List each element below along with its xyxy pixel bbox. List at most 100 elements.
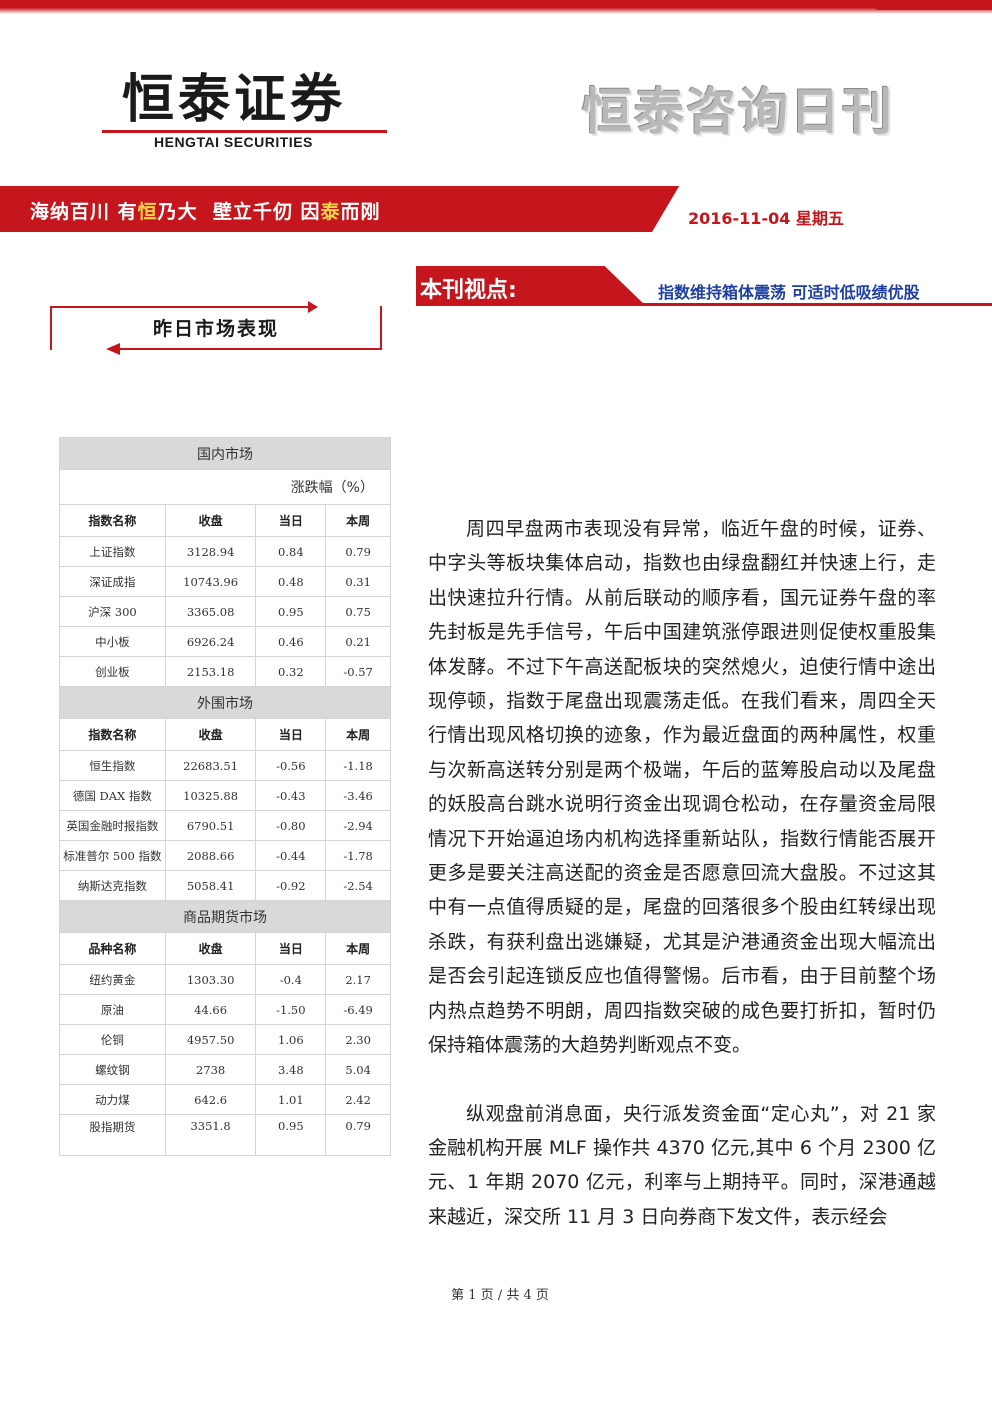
logo-underline [102,130,387,133]
slogan-highlight: 恒 [137,201,158,223]
value-cell: 5.04 [325,1054,391,1085]
column-header: 品种名称 [59,932,166,965]
value-cell: 0.95 [255,596,327,627]
value-cell: 642.6 [164,1084,257,1115]
value-cell: -3.46 [325,780,391,811]
row-name-cell: 沪深 300 [59,596,166,627]
value-cell: 2738 [164,1054,257,1085]
row-name-cell: 股指期货 [59,1114,166,1156]
value-cell: 22683.51 [164,750,257,781]
row-name-cell: 中小板 [59,626,166,657]
row-name-cell: 德国 DAX 指数 [59,780,166,811]
value-cell: 0.95 [255,1114,327,1156]
slogan-part: 海纳百川 有 [30,201,138,223]
value-cell: 6926.24 [164,626,257,657]
right-arrow-icon [308,301,318,313]
page-footer: 第 1 页 / 共 4 页 [451,1288,549,1303]
value-cell: 6790.51 [164,810,257,841]
value-cell: 1303.30 [164,964,257,995]
row-name-cell: 创业板 [59,656,166,687]
company-logo: 恒泰证券 HENGTAI SECURITIES [102,70,387,150]
section-header-domestic: 国内市场 [59,437,391,470]
value-cell: -6.49 [325,994,391,1025]
value-cell: 2.17 [325,964,391,995]
row-name-cell: 标准普尔 500 指数 [59,840,166,871]
column-header: 当日 [255,504,327,537]
value-cell: 0.21 [325,626,391,657]
slogan-highlight: 泰 [320,201,341,223]
value-cell: 0.79 [325,536,391,567]
row-name-cell: 上证指数 [59,536,166,567]
value-cell: -2.94 [325,810,391,841]
left-arrow-icon [106,343,120,355]
publication-title: 恒泰咨询日刊 [582,83,894,141]
logo-chinese-name: 恒泰证券 [122,70,347,130]
row-name-cell: 原油 [59,994,166,1025]
article-paragraph: 周四早盘两市表现没有异常，临近午盘的时候，证券、中字头等板块集体启动，指数也由绿… [428,518,936,1057]
value-cell: 10743.96 [164,566,257,597]
value-cell: 3365.08 [164,596,257,627]
value-cell: 10325.88 [164,780,257,811]
value-cell: -0.44 [255,840,327,871]
column-header: 收盘 [164,504,257,537]
value-cell: 3351.8 [164,1114,257,1156]
value-cell: 44.66 [164,994,257,1025]
top-red-bar-tail [862,0,992,10]
value-cell: 3128.94 [164,536,257,567]
column-header: 本周 [325,932,391,965]
row-name-cell: 深证成指 [59,566,166,597]
value-cell: 0.48 [255,566,327,597]
value-cell: -1.78 [325,840,391,871]
slogan-part: 乃大 壁立千仞 因 [157,201,321,223]
value-cell: -0.4 [255,964,327,995]
value-cell: -1.18 [325,750,391,781]
value-cell: 0.75 [325,596,391,627]
slogan: 海纳百川 有恒乃大 壁立千仞 因泰而刚 [30,197,381,224]
column-header: 收盘 [164,932,257,965]
column-header: 本周 [325,718,391,751]
column-header: 当日 [255,932,327,965]
row-name-cell: 恒生指数 [59,750,166,781]
value-cell: 4957.50 [164,1024,257,1055]
table-header-row: 指数名称 收盘 当日 本周 [59,718,391,751]
value-cell: 2088.66 [164,840,257,871]
value-cell: -0.43 [255,780,327,811]
section-title-box: 昨日市场表现 [50,301,382,355]
viewpoint-underline [416,303,992,306]
section-header-foreign: 外围市场 [59,686,391,719]
table-header-row: 指数名称 收盘 当日 本周 [59,504,391,537]
value-cell: -0.80 [255,810,327,841]
column-header: 本周 [325,504,391,537]
value-cell: 2.42 [325,1084,391,1115]
table-header-row: 品种名称 收盘 当日 本周 [59,932,391,965]
column-header: 指数名称 [59,718,166,751]
slogan-band-cutout [652,186,992,232]
value-cell: 5058.41 [164,870,257,901]
value-cell: 3.48 [255,1054,327,1085]
value-cell: -1.50 [255,994,327,1025]
issue-date: 2016-11-04 星期五 [688,209,844,228]
box-border-left [50,306,52,350]
value-cell: 2153.18 [164,656,257,687]
section-header-commodity: 商品期货市场 [59,900,391,933]
row-name-cell: 螺纹钢 [59,1054,166,1085]
value-cell: 1.01 [255,1084,327,1115]
column-header: 指数名称 [59,504,166,537]
row-name-cell: 英国金融时报指数 [59,810,166,841]
viewpoint-headline: 指数维持箱体震荡 可适时低吸绩优股 [658,283,920,302]
slogan-part: 而刚 [340,201,381,223]
